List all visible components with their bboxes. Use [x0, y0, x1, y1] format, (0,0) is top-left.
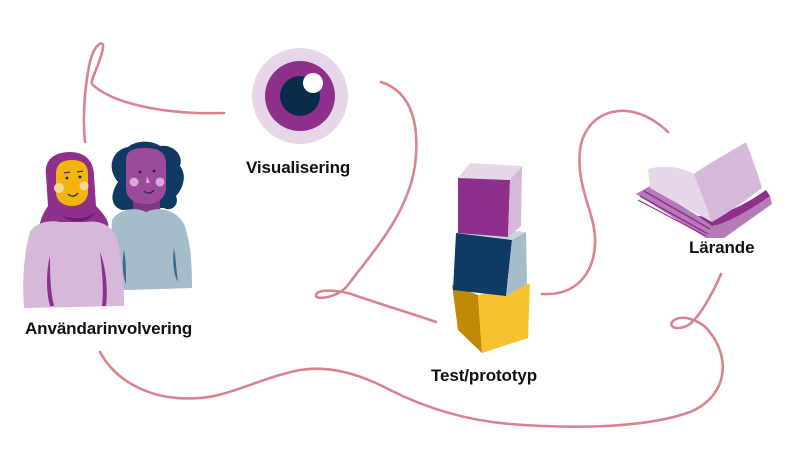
sweater-fold-left: [122, 250, 126, 284]
block-purple: [458, 163, 522, 237]
sweater: [111, 209, 192, 290]
mouth: [143, 189, 155, 194]
block-purple-side: [508, 166, 522, 237]
connector-eye-to-blocks: [314, 80, 438, 324]
nose: [146, 176, 150, 183]
block-purple-front: [458, 178, 510, 237]
tunic: [23, 221, 124, 308]
step-label-visualization: Visualisering: [246, 158, 351, 177]
two-people-icon: [23, 141, 192, 308]
person-hijab: [23, 152, 124, 308]
block-navy: [453, 227, 527, 296]
block-yellow-front: [478, 284, 530, 353]
eye-right: [78, 175, 82, 179]
step-label-learning: Lärande: [689, 238, 755, 257]
book-right-page: [694, 142, 762, 222]
block-navy-front: [453, 233, 512, 296]
block-yellow-left: [452, 285, 482, 353]
block-navy-side: [506, 232, 527, 296]
cheek-right: [155, 177, 165, 187]
eye-left: [138, 170, 142, 174]
brow-right: [76, 170, 84, 173]
block-purple-top: [458, 163, 522, 180]
stacked-blocks-icon: [452, 163, 530, 353]
sweater-fold: [173, 248, 178, 282]
book-page-edge-1: [639, 195, 709, 235]
mouth: [67, 192, 79, 197]
connector-people-to-eye: [82, 42, 226, 144]
connector-book-to-people: [98, 272, 724, 429]
hijab-fold: [60, 212, 96, 222]
book-left-page: [648, 166, 712, 222]
cheek-right: [79, 181, 89, 191]
open-book-icon: [636, 142, 772, 238]
connector-lines: [82, 42, 724, 429]
eye-highlight: [303, 73, 323, 93]
cheek-left: [54, 183, 64, 193]
person-curly-hair: [111, 141, 192, 290]
step-label-user-involvement: Användarinvolvering: [25, 319, 193, 338]
eye-icon: [252, 48, 348, 144]
tunic-fold-right: [100, 252, 107, 306]
book-page-edge-2: [643, 190, 711, 230]
step-label-test-prototype: Test/prototyp: [431, 366, 538, 385]
eye-right: [152, 169, 156, 173]
brow-left: [63, 171, 71, 174]
cheek-left: [129, 177, 139, 187]
tunic-fold-left: [47, 256, 54, 306]
book-page-edge-3: [637, 199, 707, 237]
face: [126, 148, 166, 204]
connector-blocks-to-book: [540, 109, 670, 296]
eye-left: [65, 176, 69, 180]
